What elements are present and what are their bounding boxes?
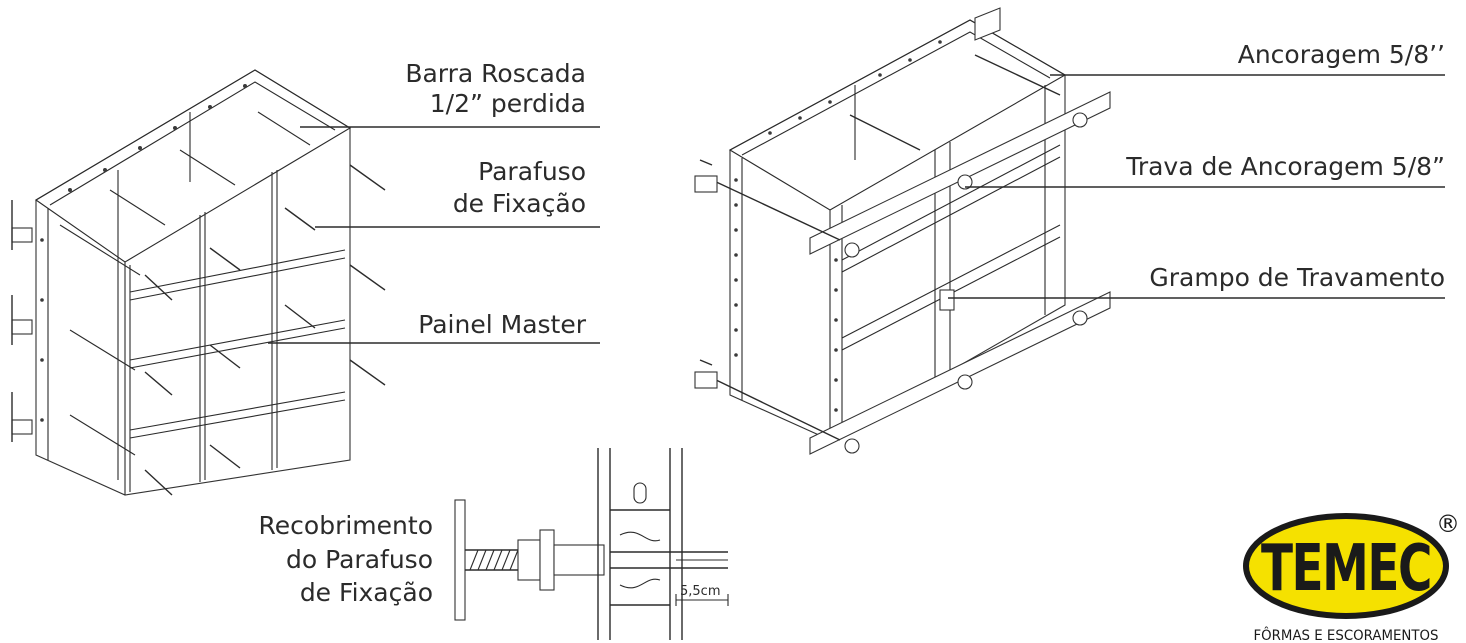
fixation-detail-drawing: [454, 448, 729, 640]
label-barra-roscada-line2: 1/2” perdida: [430, 89, 586, 118]
label-recobrimento-line3: de Fixação: [300, 578, 433, 607]
left-formwork-drawing: [11, 69, 386, 496]
logo-oval: [1243, 513, 1449, 619]
label-ancoragem: Ancoragem 5/8’’: [1238, 40, 1445, 69]
label-recobrimento-line1: Recobrimento: [259, 511, 433, 540]
label-recobrimento-line2: do Parafuso: [286, 545, 433, 574]
logo-tagline: FÔRMAS E ESCORAMENTOS: [1254, 626, 1439, 643]
label-grampo-travamento: Grampo de Travamento: [1149, 263, 1445, 292]
label-trava-ancoragem: Trava de Ancoragem 5/8”: [1125, 152, 1445, 181]
label-barra-roscada-line1: Barra Roscada: [405, 59, 586, 88]
label-painel-master: Painel Master: [418, 310, 586, 339]
logo-brand-text: TEMEC: [1261, 532, 1431, 606]
registered-mark: ®: [1436, 510, 1460, 538]
temec-logo: TEMEC ® FÔRMAS E ESCORAMENTOS: [1243, 510, 1460, 643]
label-parafuso-line1: Parafuso: [478, 157, 586, 186]
label-parafuso-line2: de Fixação: [453, 189, 586, 218]
dimension-label: 5,5cm: [680, 584, 721, 599]
right-formwork-drawing: [694, 7, 1111, 455]
